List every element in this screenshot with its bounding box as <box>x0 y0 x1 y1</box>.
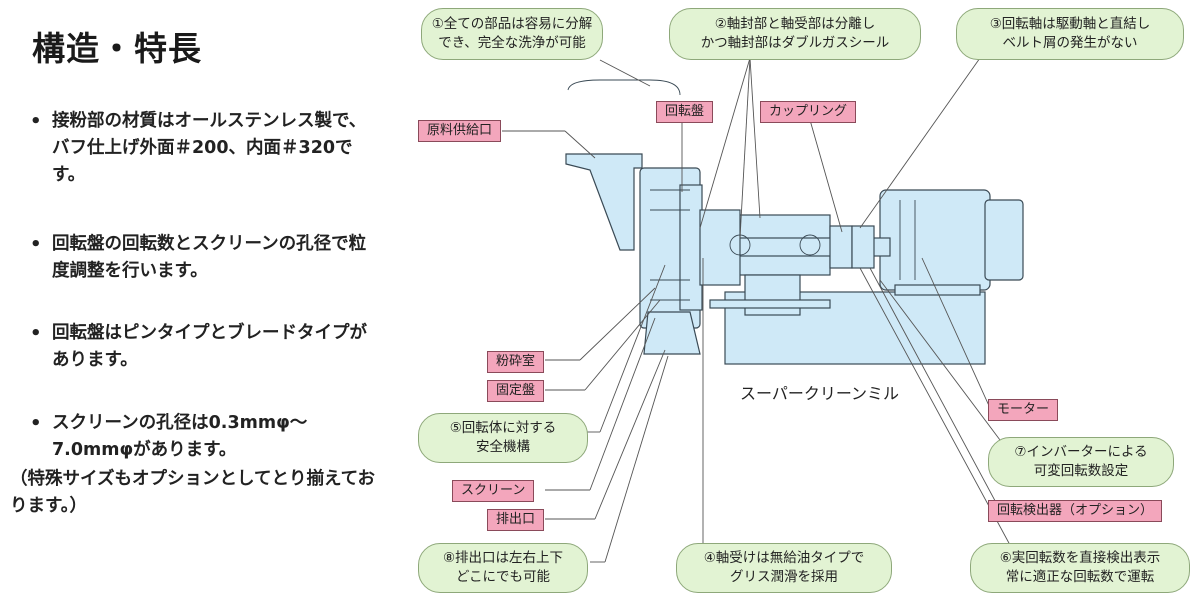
tag-grinding-chamber: 粉砕室 <box>487 351 545 373</box>
feature-item-screen-size: スクリーンの孔径は0.3mmφ～7.0mmφがあります。 <box>30 410 382 464</box>
tag-coupling: カップリング <box>760 101 857 123</box>
tag-rpm-detector: 回転検出器（オプション） <box>988 500 1163 522</box>
callout-disassembly: ①全ての部品は容易に分解 でき、完全な洗浄が可能 <box>421 8 603 60</box>
leader-lines <box>502 57 1011 563</box>
callout-grease-bearing: ④軸受けは無給油タイプで グリス潤滑を採用 <box>676 543 892 593</box>
machine-details <box>567 79 916 301</box>
page-title: 構造・特長 <box>32 29 202 68</box>
callout-direct-drive: ③回転軸は駆動軸と直結し ベルト屑の発生がない <box>956 8 1184 60</box>
machine-body <box>565 153 1024 365</box>
callout-discharge-direction: ⑧排出口は左右上下 どこにでも可能 <box>418 543 588 593</box>
coupling-right <box>851 225 875 269</box>
tag-motor: モーター <box>988 399 1059 421</box>
tag-stator: 固定盤 <box>487 380 545 402</box>
tag-discharge-port: 排出口 <box>487 509 545 531</box>
tag-rotor: 回転盤 <box>656 101 714 123</box>
discharge-chute <box>643 311 701 355</box>
tag-feed-port: 原料供給口 <box>418 120 502 142</box>
feature-item-material: 接粉部の材質はオールステンレス製で、バフ仕上げ外面＃200、内面＃320です。 <box>30 108 382 189</box>
callout-shaft-seal: ②軸封部と軸受部は分離し かつ軸封部はダブルガスシール <box>669 8 921 60</box>
tag-screen: スクリーン <box>452 480 535 502</box>
callout-inverter: ⑦インバーターによる 可変回転数設定 <box>988 437 1174 487</box>
callout-rpm-display: ⑥実回転数を直接検出表示 常に適正な回転数で運転 <box>970 543 1190 593</box>
rotor-disc <box>679 184 703 311</box>
motor-body <box>879 189 991 291</box>
motor-end <box>984 199 1024 281</box>
feature-note: （特殊サイズもオプションとしてとり揃えております。） <box>10 469 376 516</box>
callout-safety-mechanism: ⑤回転体に対する 安全機構 <box>418 413 588 463</box>
motor-foot <box>894 284 981 296</box>
feature-item-rotor-type: 回転盤はピンタイプとブレードタイプがあります。 <box>30 320 382 374</box>
bearing-plate <box>709 299 831 309</box>
feed-hopper <box>565 153 643 251</box>
bearing-support <box>744 274 801 316</box>
seal-block <box>699 209 741 286</box>
product-name: スーパークリーンミル <box>740 384 900 403</box>
coupling-left <box>829 225 853 269</box>
feature-item-particle-size: 回転盤の回転数とスクリーンの孔径で粒度調整を行います。 <box>30 231 382 285</box>
